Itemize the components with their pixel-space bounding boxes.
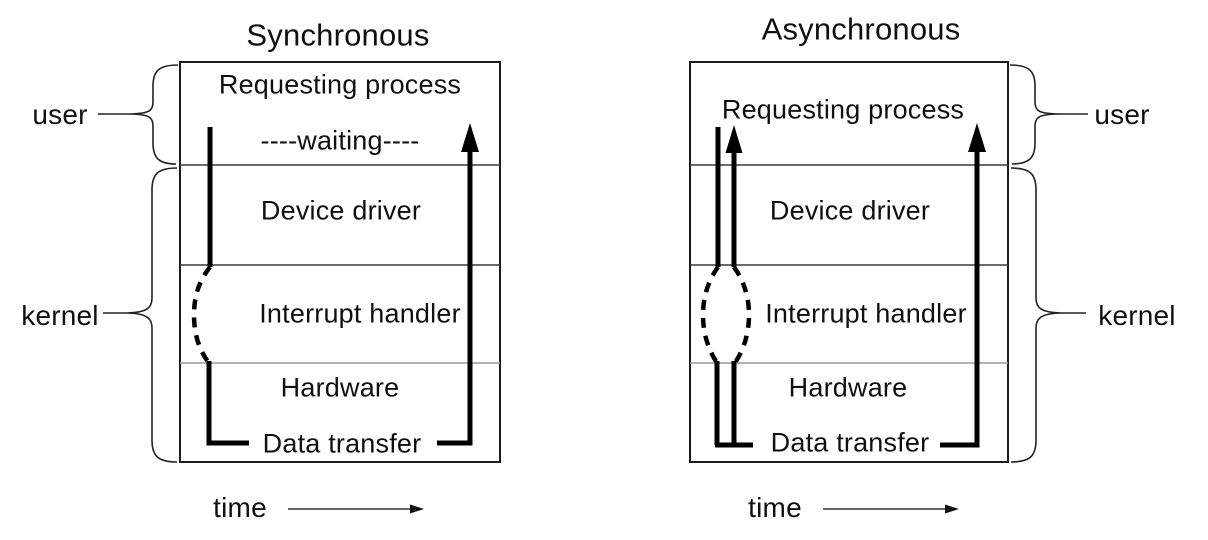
up-arrow-icon bbox=[968, 123, 986, 152]
sync-waiting-label: ----waiting---- bbox=[260, 125, 420, 156]
sync-kernel-label: kernel bbox=[21, 300, 99, 331]
sync-user-brace bbox=[98, 64, 179, 165]
sync-time-arrow bbox=[288, 504, 424, 514]
async-return-arrow bbox=[940, 123, 986, 448]
async-early-return-arrow bbox=[725, 125, 752, 445]
async-row-interrupt-handler: Interrupt handler bbox=[765, 298, 967, 329]
async-data-transfer-label: Data transfer bbox=[770, 427, 930, 458]
async-row-requesting-process: Requesting process bbox=[721, 94, 965, 125]
async-kernel-label: kernel bbox=[1098, 300, 1176, 331]
sync-data-transfer-label: Data transfer bbox=[262, 428, 422, 459]
sync-time-label: time bbox=[213, 492, 267, 523]
sync-row-interrupt-handler: Interrupt handler bbox=[259, 298, 461, 329]
sync-return-arrow bbox=[437, 123, 479, 446]
sync-row-requesting-process: Requesting process bbox=[218, 69, 462, 100]
sync-panel-box bbox=[179, 61, 501, 463]
sync-title: Synchronous bbox=[246, 17, 430, 53]
sync-kernel-brace bbox=[103, 167, 178, 463]
async-user-brace bbox=[1009, 64, 1088, 165]
async-kernel-brace bbox=[1010, 167, 1086, 463]
async-panel-box bbox=[689, 61, 1009, 463]
async-title: Asynchronous bbox=[761, 11, 961, 47]
async-user-label: user bbox=[1094, 99, 1150, 130]
async-row-hardware: Hardware bbox=[788, 372, 908, 403]
right-arrow-icon bbox=[410, 504, 424, 514]
sync-user-label: user bbox=[32, 99, 88, 130]
sync-row-device-driver: Device driver bbox=[260, 195, 422, 226]
up-arrow-icon bbox=[461, 123, 479, 152]
async-row-device-driver: Device driver bbox=[769, 195, 931, 226]
up-arrow-icon bbox=[725, 125, 743, 153]
async-time-arrow bbox=[823, 504, 959, 514]
sync-request-path-line bbox=[191, 127, 249, 446]
right-arrow-icon bbox=[945, 504, 959, 514]
async-time-label: time bbox=[748, 492, 802, 523]
sync-row-hardware: Hardware bbox=[280, 372, 400, 403]
